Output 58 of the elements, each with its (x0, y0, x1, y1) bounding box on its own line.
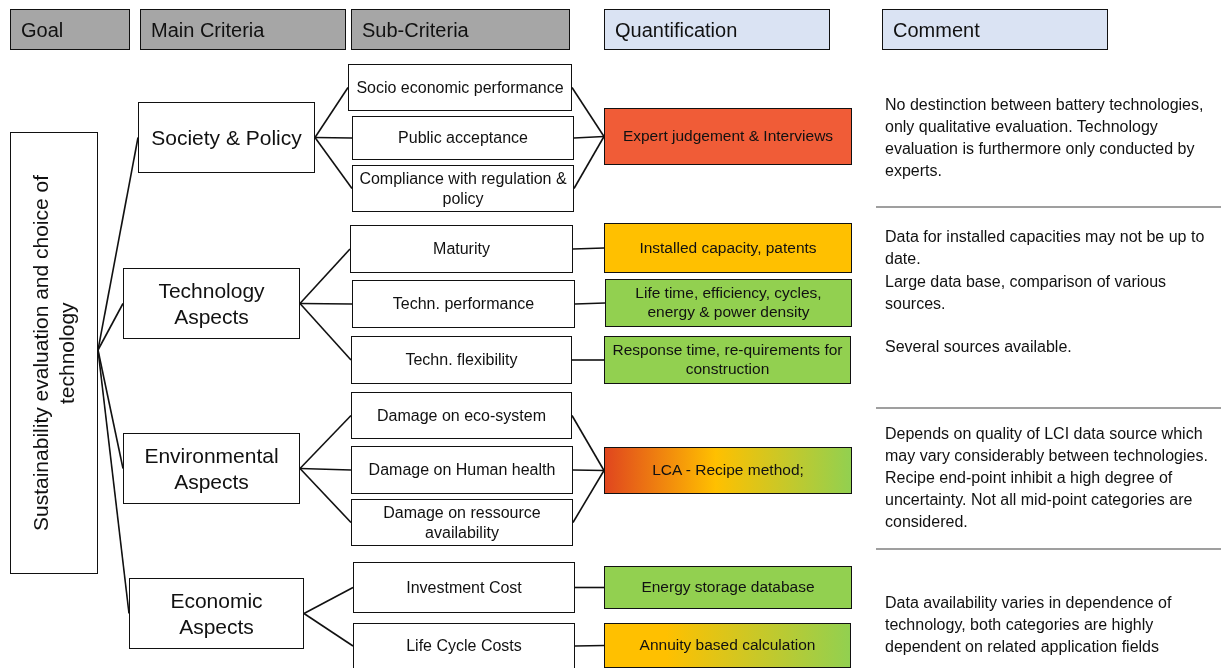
connector-line (573, 135, 605, 139)
criteria-box: Economic Aspects (129, 578, 304, 649)
comment-text: Data for installed capacities may not be up to date. (885, 227, 1206, 270)
connector-line (299, 467, 352, 524)
connector-line (303, 586, 354, 615)
quantification-box: Annuity based calculation (604, 623, 851, 668)
sub-criteria-box: Socio economic performance (348, 64, 572, 111)
connector-line (303, 612, 354, 647)
sub-criteria-box: Compliance with regulation & policy (352, 165, 574, 212)
column-header: Comment (882, 9, 1108, 50)
connector-line (299, 302, 353, 305)
connector-line (572, 469, 605, 472)
sub-criteria-box: Life Cycle Costs (353, 623, 575, 668)
connector-line (299, 302, 352, 361)
connector-line (571, 86, 605, 138)
sub-criteria-box: Maturity (350, 225, 573, 273)
comment-text: No destinction between battery technologies, only qualitative evaluation. Technology evaluation is furthermore only conducted by experts. (885, 95, 1205, 182)
connector-line (314, 136, 353, 139)
sub-criteria-box: Techn. performance (352, 280, 575, 328)
connector-line (571, 359, 605, 361)
quantification-box: Life time, efficiency, cycles, energy & power density (605, 279, 852, 327)
connector-line (571, 414, 605, 472)
criteria-box: Technology Aspects (123, 268, 300, 339)
connector-line (572, 247, 605, 250)
sub-criteria-box: Techn. flexibility (351, 336, 572, 384)
connector-line (574, 586, 605, 589)
comment-text: Data availability varies in dependence of technology, both categories are highly dependent on related application fields (885, 593, 1173, 658)
connector-line (314, 86, 349, 139)
connector-line (314, 136, 353, 190)
quantification-box: LCA - Recipe method; (604, 447, 852, 494)
sub-criteria-box: Public acceptance (352, 116, 574, 160)
sub-criteria-box: Damage on Human health (351, 446, 573, 494)
sub-criteria-box: Investment Cost (353, 562, 575, 613)
connector-line (574, 302, 606, 305)
criteria-box: Environmental Aspects (123, 433, 300, 504)
comment-text: Depends on quality of LCI data source which may vary considerably between technologies. Recipe end-point inhibit a high degree of uncertainty. Not all mid-point categories are considered. (885, 424, 1209, 533)
connector-line (299, 467, 352, 471)
column-header: Sub-Criteria (351, 9, 570, 50)
column-header: Quantification (604, 9, 830, 50)
sub-criteria-box: Damage on ressource availability (351, 499, 573, 546)
quantification-box: Energy storage database (604, 566, 852, 609)
connector-line (299, 414, 352, 470)
quantification-box: Expert judgement & Interviews (604, 108, 852, 165)
column-header: Goal (10, 9, 130, 50)
connector-line (97, 349, 130, 615)
connector-line (572, 469, 605, 524)
connector-line (299, 248, 351, 305)
connector-line (97, 302, 124, 351)
column-header: Main Criteria (140, 9, 346, 50)
sub-criteria-box: Damage on eco-system (351, 392, 572, 439)
comment-text: Several sources available. (885, 337, 1073, 357)
quantification-box: Response time, re-quirements for construction (604, 336, 851, 384)
goal-box: Sustainability evaluation and choice of technology (10, 132, 98, 574)
criteria-box: Society & Policy (138, 102, 315, 173)
connector-line (573, 135, 605, 190)
comment-text: Large data base, comparison of various sources. (885, 272, 1168, 315)
quantification-box: Installed capacity, patents (604, 223, 852, 273)
connector-line (574, 644, 605, 647)
